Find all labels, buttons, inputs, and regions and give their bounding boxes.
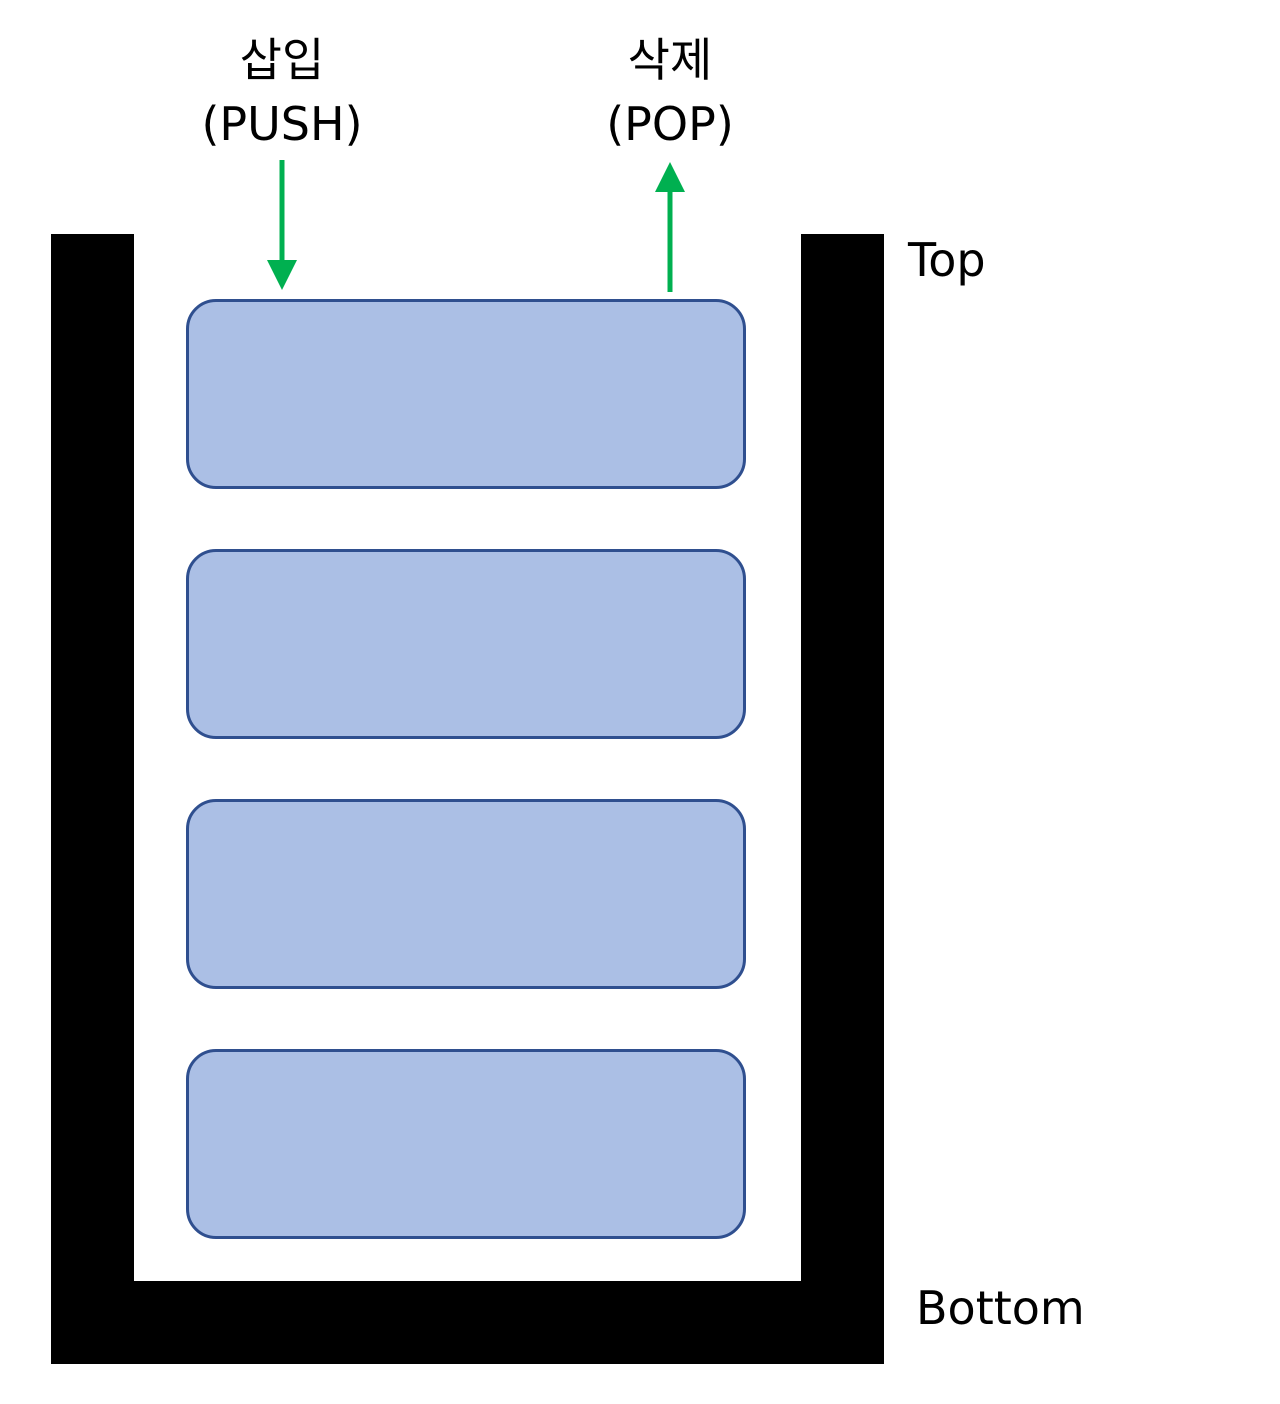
stack-element-3: [186, 799, 746, 989]
pop-label-english: (POP): [606, 97, 734, 151]
top-label: Top: [908, 233, 986, 287]
stack-container-left-wall: [51, 234, 134, 1364]
pop-label: 삭제 (POP): [560, 28, 780, 156]
stack-container-right-wall: [801, 234, 884, 1364]
stack-container-bottom-wall: [51, 1281, 884, 1364]
pop-label-korean: 삭제: [627, 33, 713, 87]
stack-element-1: [186, 299, 746, 489]
push-arrow-down-icon: [267, 160, 297, 290]
push-label: 삽입 (PUSH): [172, 28, 392, 156]
stack-element-2: [186, 549, 746, 739]
push-label-korean: 삽입: [239, 33, 325, 87]
stack-element-4: [186, 1049, 746, 1239]
push-label-english: (PUSH): [201, 97, 363, 151]
pop-arrow-up-icon: [655, 162, 685, 292]
bottom-label: Bottom: [916, 1281, 1085, 1335]
